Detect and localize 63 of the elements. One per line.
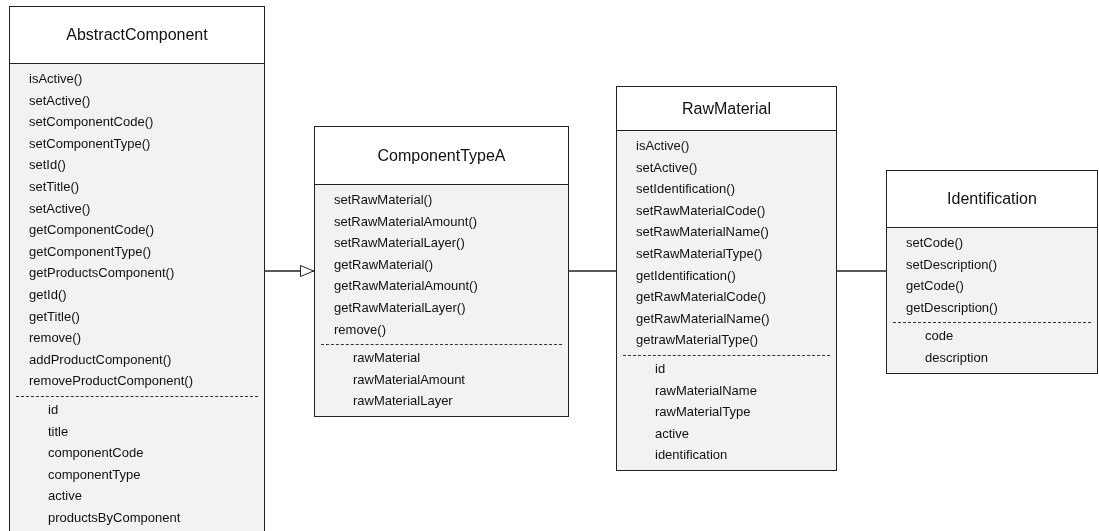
attribute-name: id [654, 359, 667, 378]
method-name: getTitle() [29, 307, 81, 326]
attribute-name: active [654, 424, 690, 443]
method-name: setTitle() [29, 177, 81, 196]
attribute-name: rawMaterialAmount [352, 370, 466, 389]
method-name: setCode() [906, 234, 965, 252]
class-box [616, 86, 837, 471]
method-name: getRawMaterialAmount() [334, 277, 479, 296]
class-box [314, 126, 569, 417]
method-name: setRawMaterialName() [636, 223, 770, 242]
method-name: setRawMaterialLayer() [334, 234, 466, 253]
method-name: setDescription() [906, 255, 999, 274]
method-name: setIdentification() [636, 180, 736, 199]
method-name: getRawMaterialCode() [636, 288, 768, 307]
attribute-name: active [47, 487, 83, 506]
method-name: isActive() [29, 70, 84, 88]
method-name: getRawMaterialLayer() [334, 298, 467, 317]
method-name: setActive() [636, 158, 699, 177]
attribute-name: identification [654, 446, 729, 465]
method-name: getComponentType() [29, 242, 153, 261]
method-name: remove() [334, 320, 387, 339]
method-name: getRawMaterial() [334, 255, 434, 274]
method-name: setRawMaterial() [334, 191, 434, 209]
class-box [9, 6, 265, 531]
method-name: getCode() [906, 277, 965, 296]
association-line [836, 270, 887, 272]
method-name: setActive() [29, 91, 92, 110]
method-name: removeProductComponent() [29, 372, 195, 391]
method-name: setRawMaterialCode() [636, 201, 767, 220]
class-name: RawMaterial [682, 99, 771, 118]
attribute-name: description [924, 348, 989, 367]
attribute-name: title [47, 422, 70, 441]
method-name: isActive() [636, 137, 691, 155]
attribute-name: componentCode [47, 444, 145, 463]
method-name: getrawMaterialType() [636, 331, 760, 350]
method-name: setActive() [29, 199, 92, 218]
method-name: setComponentType() [29, 134, 152, 153]
method-name: setRawMaterialAmount() [334, 212, 479, 231]
class-name: AbstractComponent [66, 26, 208, 44]
method-name: getRawMaterialName() [636, 309, 771, 328]
method-name: setComponentCode() [29, 113, 155, 132]
method-name: remove() [29, 329, 82, 348]
attribute-name: code [924, 327, 955, 346]
inheritance-arrow [264, 265, 315, 277]
method-name: getDescription() [906, 298, 999, 317]
attribute-name: componentType [47, 465, 142, 484]
attribute-name: productsByComponent [47, 508, 182, 527]
attribute-name: rawMaterialType [654, 403, 752, 422]
attribute-name: rawMaterial [352, 349, 422, 368]
class-name: ComponentTypeA [377, 146, 506, 165]
method-name: getComponentCode() [29, 221, 156, 240]
method-name: setId() [29, 156, 67, 175]
association-line [568, 270, 617, 272]
method-name: getProductsComponent() [29, 264, 176, 283]
attribute-name: id [47, 400, 60, 419]
method-name: addProductComponent() [29, 350, 173, 369]
attribute-name: rawMaterialName [654, 381, 758, 400]
method-name: getIdentification() [636, 266, 737, 285]
class-box [886, 170, 1098, 374]
class-name: Identification [947, 190, 1037, 208]
attribute-name: rawMaterialLayer [352, 392, 454, 411]
method-name: getId() [29, 285, 68, 304]
method-name: setRawMaterialType() [636, 244, 764, 263]
